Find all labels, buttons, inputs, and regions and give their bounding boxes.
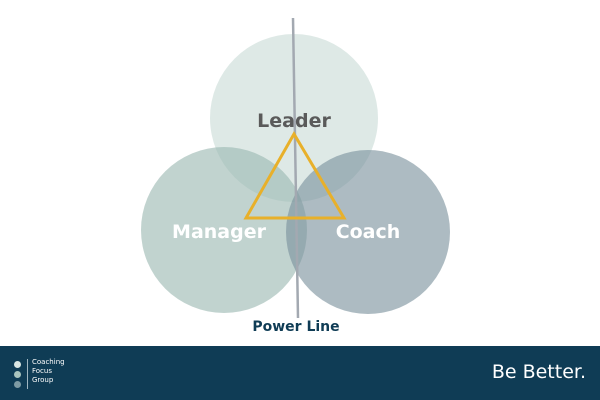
logo-line-1: Coaching bbox=[32, 358, 65, 366]
logo-dots-icon bbox=[14, 360, 24, 390]
logo-dot-bottom bbox=[14, 381, 21, 388]
manager-circle bbox=[141, 147, 307, 313]
coach-label: Coach bbox=[336, 221, 401, 243]
power-line bbox=[291, 17, 300, 319]
power-line-label: Power Line bbox=[252, 319, 339, 335]
leader-label: Leader bbox=[257, 110, 331, 132]
logo-dot-middle bbox=[14, 371, 21, 378]
triangle bbox=[243, 131, 347, 220]
venn-diagram: Leader Manager Coach Power Line bbox=[141, 17, 450, 335]
logo-line-3: Group bbox=[32, 376, 54, 384]
tagline: Be Better. bbox=[491, 361, 586, 383]
logo-divider bbox=[27, 359, 28, 389]
logo-text: Coaching Focus Group bbox=[32, 358, 65, 385]
logo-dot-top bbox=[14, 361, 21, 368]
manager-label: Manager bbox=[172, 221, 267, 243]
logo-line-2: Focus bbox=[32, 367, 52, 375]
footer-bar: Coaching Focus Group Be Better. bbox=[0, 346, 600, 400]
